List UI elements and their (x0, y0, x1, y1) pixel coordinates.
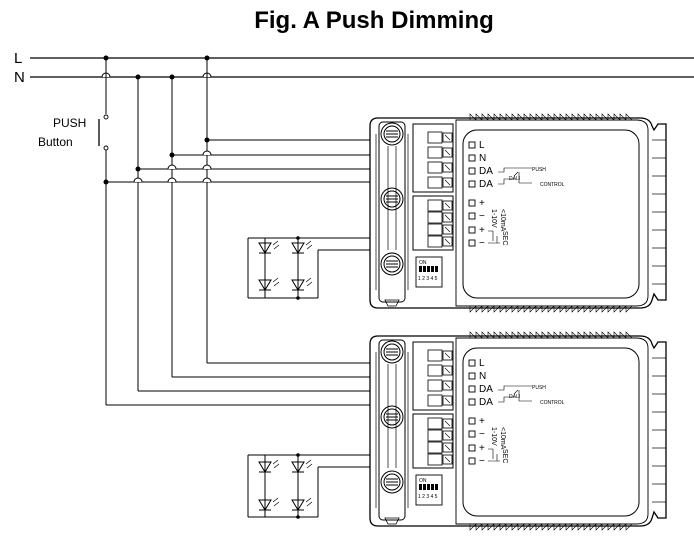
terminal-label: DA (479, 397, 493, 408)
terminal-label: L (479, 140, 485, 151)
terminal-label: − (479, 456, 485, 467)
terminal-label: − (479, 429, 485, 440)
dip-on-label: ON (419, 260, 427, 266)
led-icon (291, 497, 313, 511)
led-icon (291, 459, 313, 473)
led-icon (258, 459, 280, 473)
terminal-label: DA (479, 179, 493, 190)
mains-bus: L N (14, 50, 694, 86)
junction-dots (103, 55, 210, 80)
screw-icon (380, 470, 404, 494)
screw-icon (380, 122, 404, 146)
screw-icon (380, 252, 404, 276)
drop-wires (135, 58, 210, 391)
led-icon (258, 277, 280, 291)
dip-on-label: ON (419, 478, 427, 484)
dim-range-label: <10mA (499, 427, 506, 450)
led-icon (258, 497, 280, 511)
screw-icon (380, 405, 404, 429)
dip-numbers: 1 2 3 4 5 (418, 276, 438, 282)
dim-range-label: <10mA (499, 209, 506, 232)
terminal-label: + (479, 225, 485, 236)
terminal-label: + (479, 416, 485, 427)
screw-icon (380, 340, 404, 364)
dim-range-label: 1-10V (490, 427, 497, 446)
terminal-label: + (479, 198, 485, 209)
terminal-label: N (479, 371, 486, 382)
push-control-label: CONTROL (540, 182, 565, 188)
push-label: PUSH (53, 116, 86, 130)
terminal-label: DA (479, 166, 493, 177)
terminal-label: DA (479, 384, 493, 395)
terminal-label: N (479, 153, 486, 164)
sec-label: SEC (501, 449, 508, 463)
terminal-label: + (479, 443, 485, 454)
push-button: PUSH Button (38, 58, 109, 405)
led-driver-2: ON 1 2 3 4 5 L N DA DA + − + − DALI PUSH… (369, 331, 667, 531)
push-control-label: PUSH (532, 385, 546, 391)
led-icon (258, 240, 280, 254)
line-label: L (14, 50, 22, 67)
sec-label: SEC (501, 231, 508, 245)
screw-icon (380, 187, 404, 211)
push-control-label: CONTROL (540, 400, 565, 406)
neutral-label: N (14, 69, 25, 86)
dip-numbers: 1 2 3 4 5 (418, 494, 438, 500)
terminal-label: L (479, 358, 485, 369)
push-control-label: PUSH (532, 167, 546, 173)
led-array-2 (247, 453, 418, 519)
dim-range-label: 1-10V (490, 209, 497, 228)
button-label: Button (38, 135, 73, 149)
led-icon (291, 240, 313, 254)
diagram-title: Fig. A Push Dimming (254, 7, 494, 34)
terminal-label: − (479, 238, 485, 249)
led-driver-1: ON 1 2 3 4 5 L N DA DA + − + − DALI PUSH… (369, 113, 667, 313)
led-icon (291, 277, 313, 291)
terminal-label: − (479, 211, 485, 222)
